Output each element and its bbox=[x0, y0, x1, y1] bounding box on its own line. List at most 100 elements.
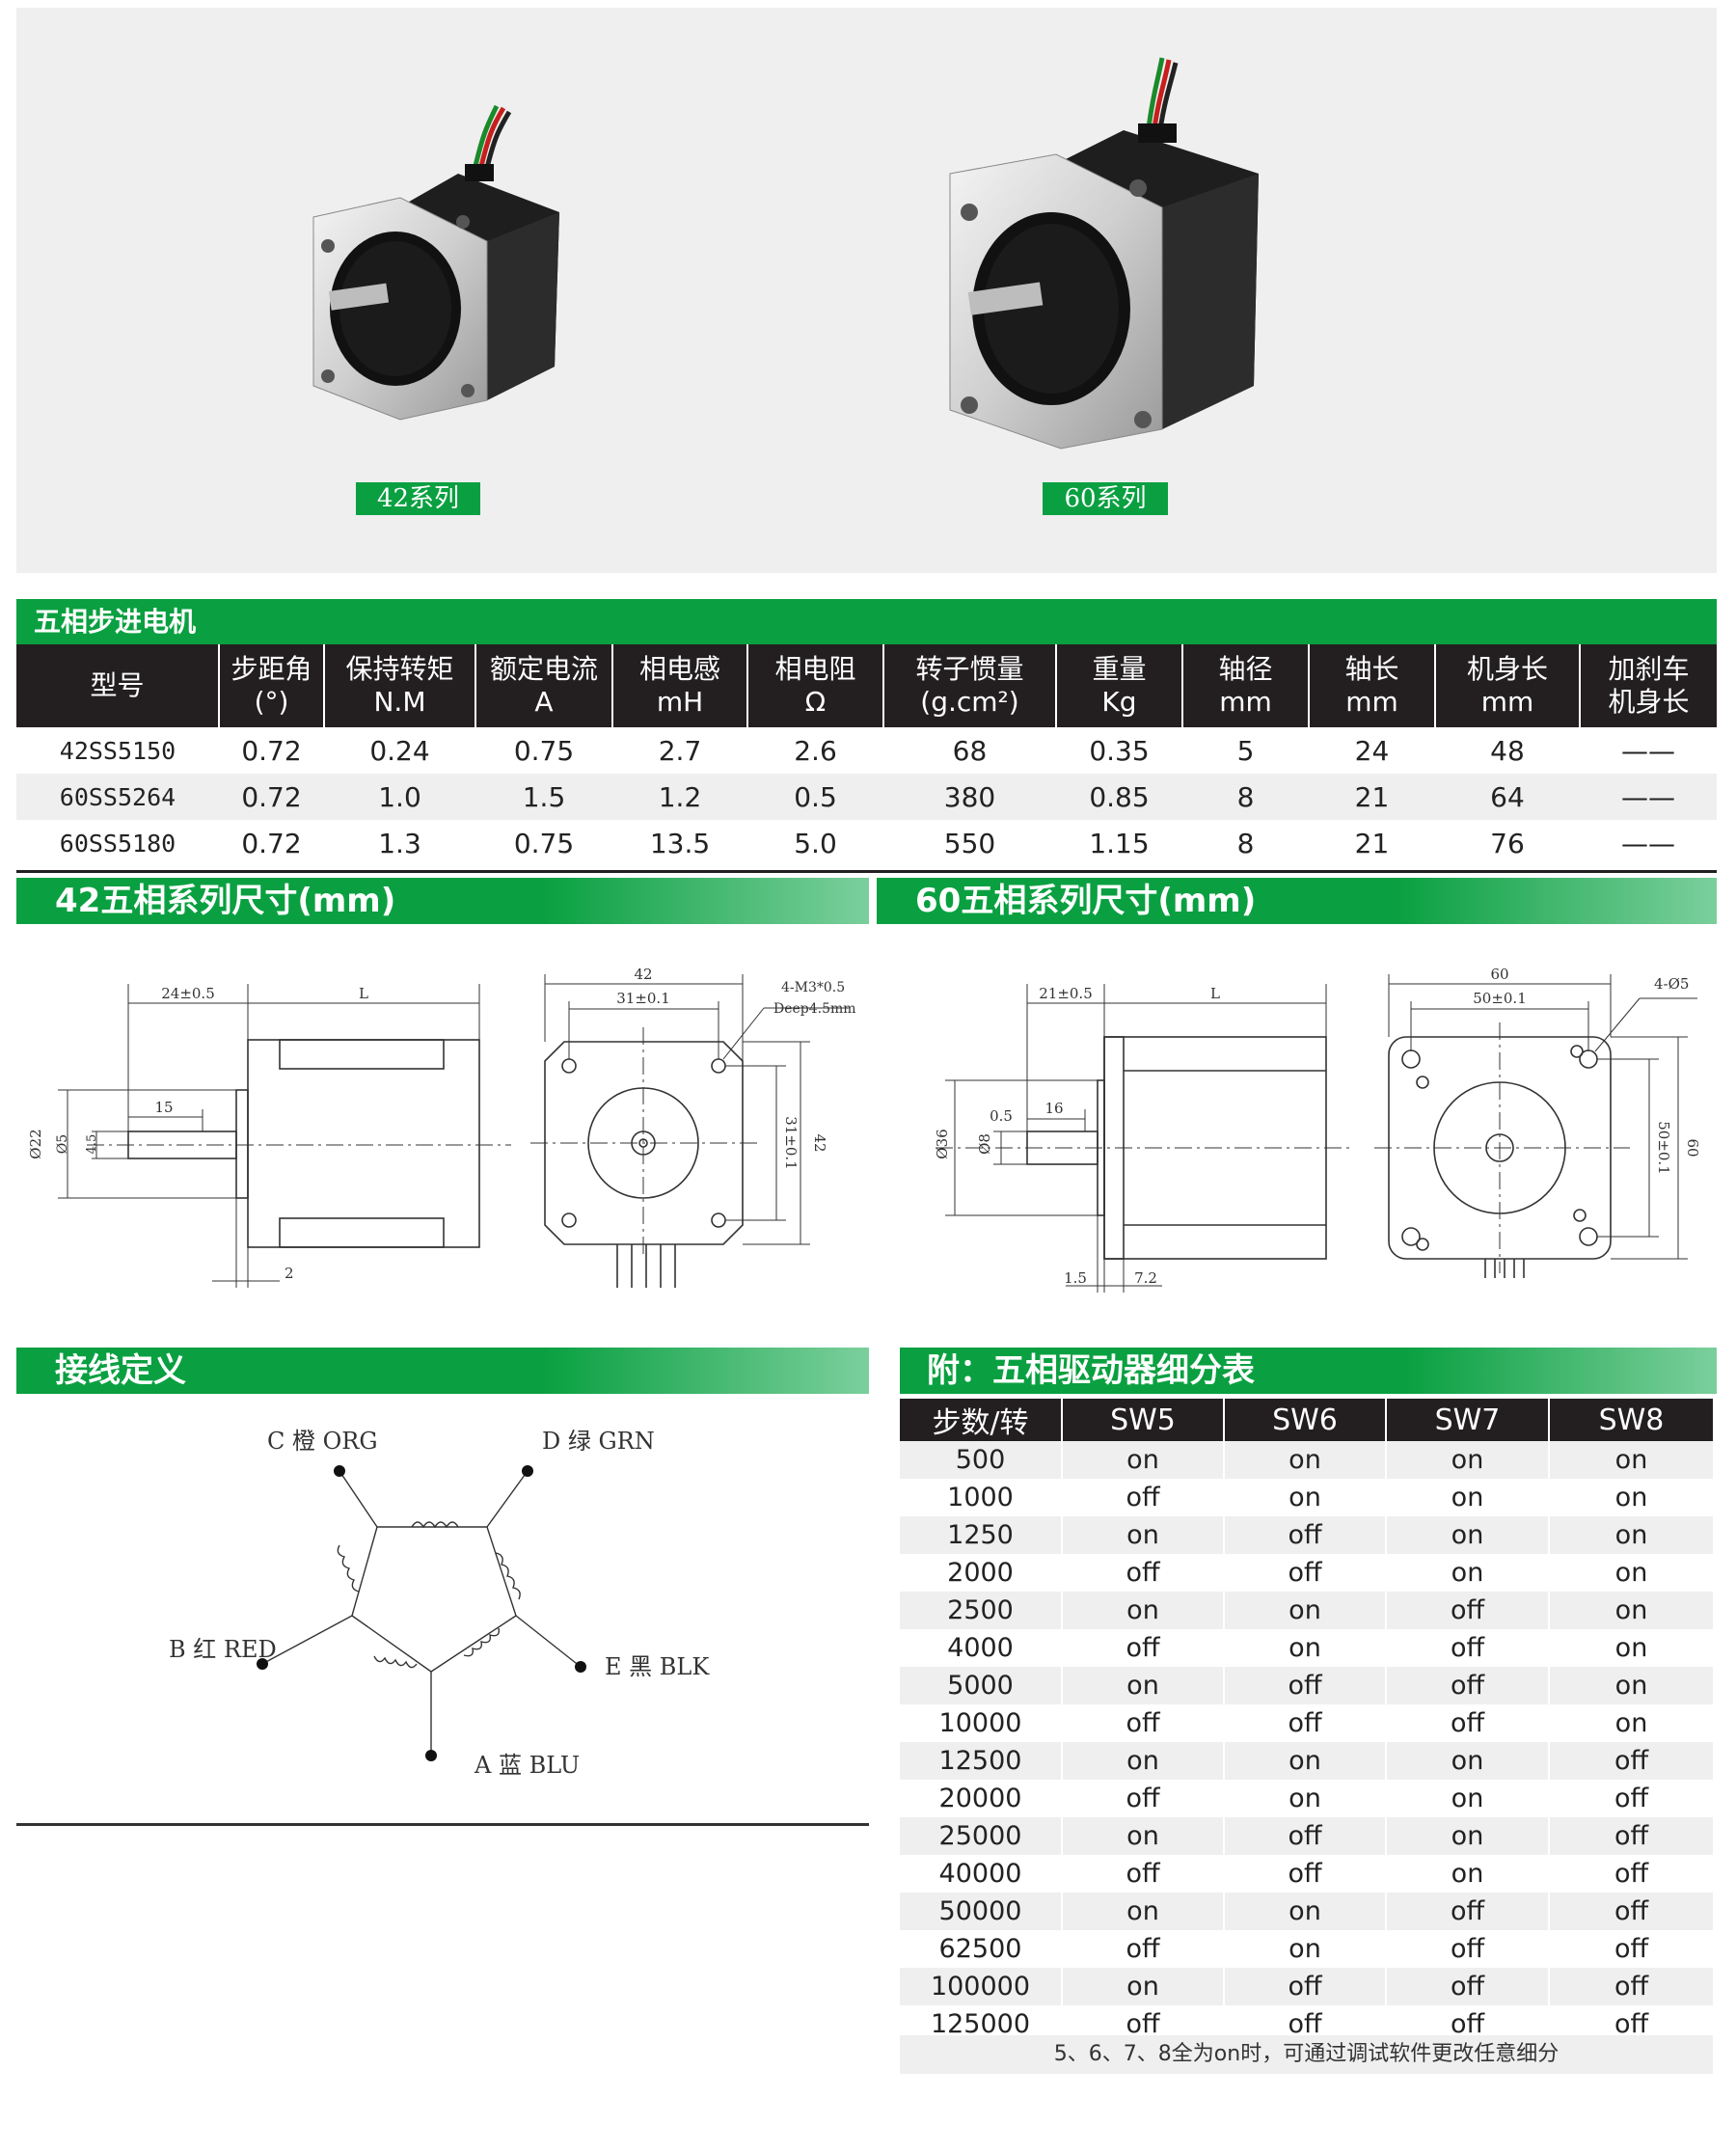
spec-cell: 0.75 bbox=[513, 827, 575, 859]
wiring-diagram: C 橙 ORG D 绿 GRN B 红 RED E 黑 BLK A 蓝 BLU bbox=[169, 1428, 710, 1779]
switch-cell: off bbox=[1386, 1893, 1550, 1930]
dim60-flat-depth: 0.5 bbox=[990, 1107, 1013, 1125]
steps-cell: 10000 bbox=[900, 1704, 1063, 1742]
subdivision-title: 附：五相驱动器细分表 bbox=[900, 1348, 1717, 1394]
switch-cell: off bbox=[1224, 1704, 1387, 1742]
spec-cell: 2.7 bbox=[658, 734, 702, 767]
switch-cell: on bbox=[1386, 1516, 1550, 1554]
spec-cell: 64 bbox=[1435, 774, 1580, 820]
spec-cell: 21 bbox=[1309, 774, 1435, 820]
caption-42-series: 42系列 bbox=[356, 482, 480, 515]
dim42-flat-len: 15 bbox=[154, 1099, 173, 1116]
spec-cell: 5 bbox=[1236, 734, 1255, 767]
spec-cell: 21 bbox=[1354, 827, 1390, 859]
steps-cell: 40000 bbox=[900, 1855, 1063, 1893]
switch-cell: off bbox=[1224, 1855, 1387, 1893]
steps-cell: 2500 bbox=[900, 1592, 1063, 1629]
switch-cell: on bbox=[1224, 1441, 1387, 1479]
switch-cell: on bbox=[1062, 1516, 1225, 1554]
terminal-e bbox=[575, 1661, 586, 1673]
switch-cell: off bbox=[1062, 1704, 1225, 1742]
dim42-holes: 4-M3*0.5 bbox=[781, 980, 845, 995]
wire-label-b: B 红 RED bbox=[169, 1636, 277, 1663]
switch-cell: off bbox=[1549, 1742, 1713, 1780]
dim60-front-width: 60 bbox=[1490, 966, 1508, 983]
dim42-v-width: 42 bbox=[811, 1133, 828, 1152]
steps-cell: 20000 bbox=[900, 1780, 1063, 1817]
switch-cell: on bbox=[1614, 1708, 1648, 1738]
dim60-body-len: L bbox=[1210, 985, 1220, 1002]
switch-cell: on bbox=[1062, 1893, 1225, 1930]
dim42-dia-shaft: Ø5 bbox=[55, 1134, 70, 1154]
dim42-front-width: 42 bbox=[634, 966, 652, 983]
spec-model-cell: 42SS5150 bbox=[59, 736, 176, 765]
dim60-shaft-len: 21±0.5 bbox=[1039, 985, 1093, 1002]
switch-cell: on bbox=[1224, 1893, 1387, 1930]
switch-cell: on bbox=[1386, 1855, 1550, 1893]
switch-cell: off bbox=[1224, 1968, 1387, 2005]
switch-cell: on bbox=[1062, 1441, 1225, 1479]
spec-table-bottom-rule bbox=[16, 870, 1717, 873]
switch-cell: off bbox=[1062, 1629, 1225, 1667]
spec-cell: 0.5 bbox=[747, 774, 883, 820]
switch-cell: off bbox=[1549, 1817, 1713, 1855]
caption-60-series: 60系列 bbox=[1043, 482, 1168, 515]
switch-cell: on bbox=[1386, 1479, 1550, 1516]
spec-cell: —— bbox=[1621, 734, 1675, 767]
subdivision-note: 5、6、7、8全为on时，可通过调试软件更改任意细分 bbox=[900, 2035, 1713, 2074]
subdivision-header: SW7 bbox=[1386, 1399, 1550, 1441]
wire-label-d: D 绿 GRN bbox=[542, 1428, 655, 1455]
dim60-holes: 4-Ø5 bbox=[1654, 975, 1689, 993]
spec-cell: 1.0 bbox=[324, 774, 475, 820]
spec-header: 加刹车机身长 bbox=[1580, 644, 1717, 727]
switch-cell: off bbox=[1224, 1667, 1387, 1704]
switch-cell: on bbox=[1614, 1633, 1648, 1663]
switch-cell: on bbox=[1062, 1742, 1225, 1780]
spec-cell: 0.72 bbox=[241, 734, 302, 767]
dim60-v-pitch: 50±0.1 bbox=[1655, 1121, 1672, 1175]
spec-cell: 1.2 bbox=[612, 774, 747, 820]
spec-cell: 0.72 bbox=[219, 774, 324, 820]
switch-cell: on bbox=[1224, 1479, 1387, 1516]
dim60-flat-len: 16 bbox=[1044, 1100, 1063, 1117]
switch-cell: on bbox=[1224, 1742, 1387, 1780]
dim42-depth: Deep4.5mm bbox=[773, 1001, 856, 1017]
spec-cell: 24 bbox=[1354, 734, 1390, 767]
wire-label-e: E 黑 BLK bbox=[605, 1653, 710, 1680]
dim60-drawing: 21±0.5 L 16 0.5 Ø36 Ø8 1.5 7.2 60 50±0.1… bbox=[934, 966, 1701, 1293]
wire-label-c: C 橙 ORG bbox=[267, 1428, 378, 1455]
spec-cell: 1.5 bbox=[475, 774, 612, 820]
spec-table-title: 五相步进电机 bbox=[16, 599, 1717, 644]
spec-cell: 0.85 bbox=[1056, 774, 1182, 820]
dim60-boss-len: 1.5 bbox=[1064, 1269, 1087, 1287]
dim60-front-pitch: 50±0.1 bbox=[1473, 990, 1527, 1007]
spec-header: 型号 bbox=[16, 644, 220, 727]
spec-cell: 68 bbox=[952, 734, 988, 767]
spec-cell: 0.72 bbox=[241, 827, 302, 859]
terminal-c bbox=[334, 1465, 345, 1477]
switch-cell: off bbox=[1386, 1667, 1550, 1704]
steps-cell: 62500 bbox=[900, 1930, 1063, 1968]
dim42-drawing: 24±0.5 L 15 Ø22 Ø5 4.5 2 42 31±0.1 4-M3*… bbox=[27, 966, 856, 1288]
switch-cell: off bbox=[1386, 1592, 1550, 1629]
steps-cell: 4000 bbox=[900, 1629, 1063, 1667]
spec-model-cell: 60SS5180 bbox=[59, 829, 176, 858]
steps-cell: 100000 bbox=[900, 1968, 1063, 2005]
subdivision-header: SW5 bbox=[1062, 1399, 1225, 1441]
wiring-bottom-rule bbox=[16, 1823, 869, 1826]
spec-cell: 5.0 bbox=[794, 827, 837, 859]
wire-label-a: A 蓝 BLU bbox=[474, 1752, 580, 1779]
